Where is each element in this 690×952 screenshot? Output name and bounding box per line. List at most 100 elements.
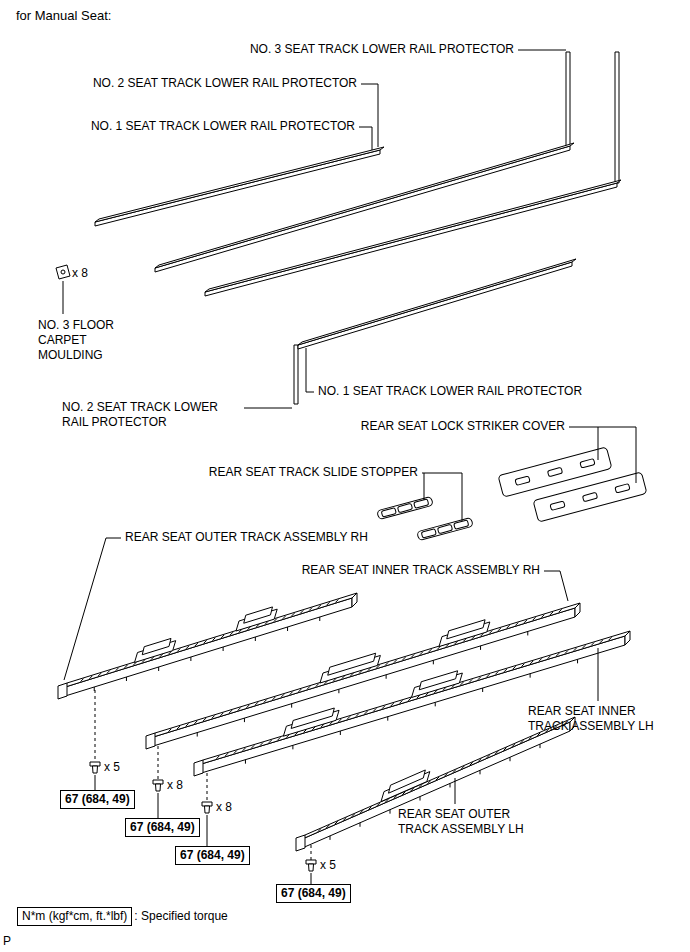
quantity-label: x 8 (72, 266, 88, 281)
protector-vertical (566, 52, 570, 146)
rail-tooth (291, 613, 294, 616)
rail-tooth (186, 646, 189, 649)
leader-line (244, 408, 292, 409)
leader-line (569, 427, 636, 483)
illustration (56, 50, 647, 884)
rail-tooth (186, 723, 189, 726)
rail-tooth (283, 616, 286, 619)
rail-tooth (495, 671, 498, 674)
slide-stopper-slot (437, 524, 452, 533)
rail-foot (197, 733, 198, 737)
striker-cover-slot (582, 492, 597, 501)
rail-tooth (360, 810, 363, 813)
rail-tooth (548, 656, 551, 659)
bolt-head (202, 802, 212, 806)
rail-tooth (394, 660, 397, 663)
rail-foot (433, 660, 434, 664)
protector-top (205, 180, 621, 292)
bolt-shank (205, 806, 210, 813)
rail-tooth (229, 710, 232, 713)
rail-tooth (177, 726, 180, 729)
rail-tooth (243, 748, 246, 751)
rail-foot (420, 797, 421, 801)
torque-legend-box: N*m (kgf*cm, ft.*lbf) (17, 907, 132, 926)
track-top (62, 593, 357, 688)
rail-tooth (609, 637, 612, 640)
figure-code: P (3, 934, 11, 949)
rail-tooth (335, 599, 338, 602)
track-end (58, 683, 67, 699)
rail-tooth (565, 650, 568, 653)
rail-tooth (469, 679, 472, 682)
rail-tooth (529, 736, 532, 739)
track-end (194, 760, 203, 776)
bolt-axis (311, 845, 312, 860)
rail-tooth (238, 707, 241, 710)
rail-tooth (246, 705, 249, 708)
rail-tooth (326, 825, 329, 828)
rail-tooth (125, 665, 128, 668)
bolt-axis (158, 746, 159, 780)
rail-tooth (216, 756, 219, 759)
slide-stopper (417, 517, 473, 540)
rail-tooth (234, 750, 237, 753)
leader-line (306, 348, 314, 392)
part-label: NO. 2 SEAT TRACK LOWER RAIL PROTECTOR (93, 76, 357, 91)
rail-tooth (309, 608, 312, 611)
protector-vertical (294, 345, 298, 404)
rail-foot (223, 647, 224, 651)
rail-tooth (338, 719, 341, 722)
leader-line (455, 778, 456, 804)
track-end (146, 733, 155, 749)
rail-tooth (411, 654, 414, 657)
striker-cover-slot (547, 467, 562, 476)
torque-value: N*m (kgf*cm, ft.*lbf) (22, 909, 127, 924)
rail-tooth (391, 703, 394, 706)
rail-tooth (177, 649, 180, 652)
rail-tooth (318, 605, 321, 608)
rail-foot (126, 677, 127, 681)
rail-tooth (487, 674, 490, 677)
track-side (300, 722, 570, 849)
lock-lever (142, 638, 171, 654)
bolt-axis (207, 773, 208, 802)
rail-tooth (255, 702, 258, 705)
rail-tooth (582, 645, 585, 648)
rail-tooth (556, 653, 559, 656)
rail-tooth (203, 718, 206, 721)
rail-tooth (281, 694, 284, 697)
rail-tooth (89, 676, 92, 679)
protector-top (298, 259, 576, 345)
lock-lever (328, 653, 376, 675)
rail-tooth (513, 666, 516, 669)
part-label: NO. 1 SEAT TRACK LOWER RAIL PROTECTOR (91, 119, 355, 134)
rail-foot (480, 646, 481, 650)
rail-tooth (507, 625, 510, 628)
rail-tooth (347, 716, 350, 719)
rail-tooth (204, 640, 207, 643)
track-side (62, 598, 352, 697)
rail-tooth (524, 620, 527, 623)
quantity-label: x 5 (320, 858, 336, 873)
slide-stopper-slot (397, 503, 412, 512)
rail-tooth (382, 706, 385, 709)
track-top (198, 631, 630, 765)
lock-lever (419, 671, 457, 690)
rail-tooth (116, 668, 119, 671)
rail-foot (527, 631, 528, 635)
striker-cover-body (533, 472, 647, 522)
rail-tooth (550, 612, 553, 615)
rail-foot (387, 717, 388, 721)
rail-tooth (327, 602, 330, 605)
rail-tooth (272, 697, 275, 700)
bolt-shank (93, 766, 98, 773)
rail-foot (287, 627, 288, 631)
rail-tooth (195, 643, 198, 646)
rail-tooth (385, 662, 388, 665)
leader-line (63, 281, 64, 314)
rail-tooth (194, 721, 197, 724)
leader-line (424, 473, 425, 500)
rail-tooth (277, 737, 280, 740)
rail-tooth (436, 777, 439, 780)
